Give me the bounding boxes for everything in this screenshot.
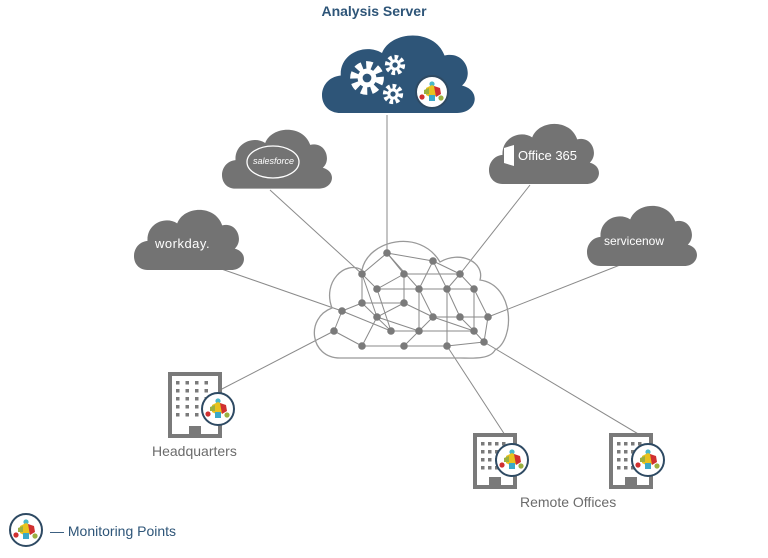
network-node	[338, 307, 346, 315]
network-node	[415, 285, 423, 293]
network-node	[480, 338, 488, 346]
headquarters-building-icon	[168, 372, 235, 438]
connection-line	[209, 264, 343, 312]
network-node	[443, 285, 451, 293]
remote-office-building-icon	[473, 433, 529, 489]
connection-line	[446, 345, 506, 436]
network-node	[443, 342, 451, 350]
mesh-link	[341, 310, 392, 332]
connection-line	[487, 264, 621, 318]
network-node	[373, 313, 381, 321]
mesh-link	[361, 252, 388, 275]
network-node	[484, 313, 492, 321]
mesh-link	[361, 273, 378, 318]
mesh-link	[333, 330, 363, 347]
network-node	[415, 327, 423, 335]
connection-line	[269, 189, 363, 275]
network-node	[400, 342, 408, 350]
monitoring-point-icon	[201, 392, 235, 426]
mesh-link	[432, 316, 475, 332]
legend-label: — Monitoring Points	[50, 523, 177, 539]
monitoring-point-icon	[631, 443, 665, 477]
network-node	[383, 249, 391, 257]
network-node	[358, 270, 366, 278]
monitoring-point-icon	[495, 443, 529, 477]
headquarters-label: Headquarters	[152, 443, 237, 459]
workday-logo: workday.	[155, 236, 211, 251]
mesh-link	[446, 341, 485, 347]
mesh-link	[376, 302, 405, 318]
network-node	[429, 313, 437, 321]
mesh-link	[386, 252, 434, 262]
monitoring-point-icon	[415, 75, 449, 109]
mesh-link	[418, 288, 434, 318]
analysis-server-label: Analysis Server	[321, 3, 427, 19]
remote-office-building-icon	[609, 433, 665, 489]
network-node	[429, 257, 437, 265]
internet-cloud	[313, 240, 510, 359]
network-node	[400, 299, 408, 307]
mesh-link	[432, 260, 448, 290]
mesh-link	[483, 316, 489, 343]
legend-monitoring-icon	[9, 513, 43, 547]
remote-offices-label: Remote Offices	[520, 494, 617, 510]
network-node	[470, 285, 478, 293]
network-node	[470, 327, 478, 335]
mesh-link	[376, 288, 392, 332]
servicenow-logo: servicenow	[604, 234, 665, 248]
mesh-link	[446, 288, 461, 318]
mesh-link	[376, 273, 405, 290]
office365-logo: Office 365	[518, 148, 578, 163]
mesh-link	[376, 316, 420, 332]
salesforce-logo: salesforce	[253, 156, 295, 166]
salesforce-logo-cloud	[246, 145, 300, 179]
network-node	[358, 299, 366, 307]
mesh-link	[361, 316, 378, 347]
connection-line	[219, 330, 335, 391]
mesh-link	[418, 260, 434, 290]
office-icon	[504, 145, 514, 166]
mesh-link	[473, 288, 489, 318]
connection-line	[459, 184, 531, 275]
network-node	[373, 285, 381, 293]
network-node	[358, 342, 366, 350]
network-node	[456, 313, 464, 321]
connection-line	[483, 341, 641, 436]
network-node	[330, 327, 338, 335]
mesh-link	[432, 260, 461, 275]
network-node	[456, 270, 464, 278]
network-node	[400, 270, 408, 278]
network-node	[387, 327, 395, 335]
